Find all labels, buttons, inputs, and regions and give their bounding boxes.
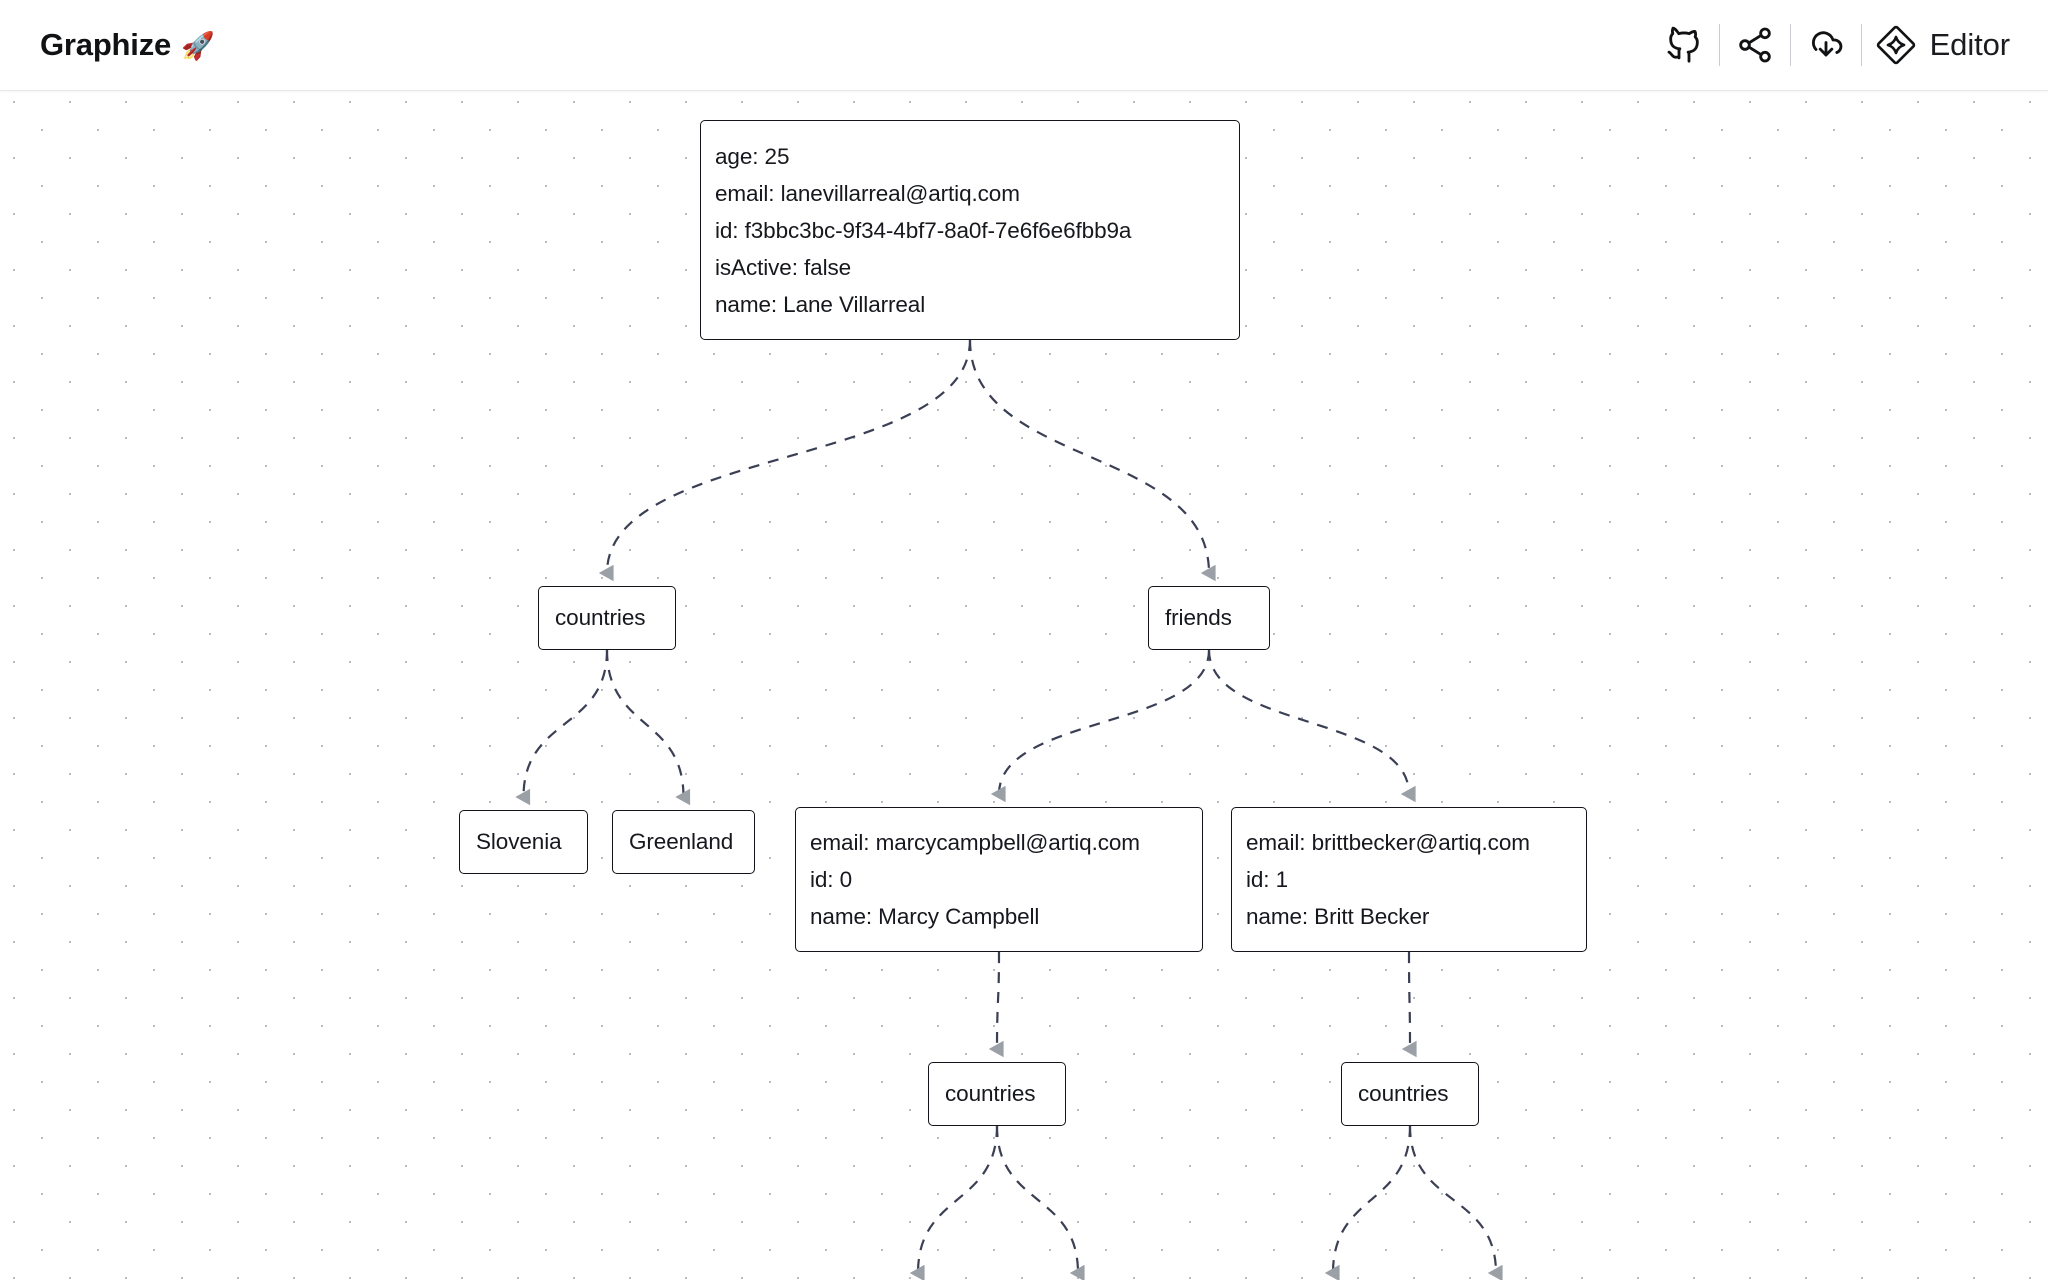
header-divider-3 [1860,24,1862,66]
graph-canvas[interactable]: age: 25 email: lanevillarreal@artiq.com id… [0,91,2048,1280]
download-button[interactable] [1798,17,1854,73]
graph-edge [515,649,609,806]
graph-node-root[interactable]: age: 25 email: lanevillarreal@artiq.com id… [700,120,1240,340]
node-text-line: email: brittbecker@artiq.com [1246,830,1530,855]
node-text-line: id: 1 [1246,867,1289,892]
share-button[interactable] [1727,17,1783,73]
graph-edge [1207,649,1416,803]
node-text-line: age: 25 [715,143,790,169]
share-icon [1738,27,1771,63]
graph-edge [1408,1125,1503,1280]
cloud-download-icon [1811,31,1842,57]
app-header: Graphize 🚀 [0,0,2048,91]
rocket-icon: 🚀 [181,31,215,61]
node-text-line: isActive: false [715,254,852,280]
node-text-line: countries [1358,1081,1449,1106]
header-actions: Editor [1656,15,2020,75]
node-text-line: countries [555,605,646,630]
node-text-line: Greenland [629,829,734,854]
editor-label: Editor [1929,27,2010,62]
editor-button[interactable]: Editor [1869,17,2020,73]
graph-edge [988,951,1004,1058]
graph-edge [1324,1125,1412,1280]
graph-edge [990,649,1211,803]
github-button[interactable] [1656,17,1712,73]
graph-node-slovenia[interactable]: Slovenia [459,810,588,874]
graph-edge [1401,951,1417,1058]
node-text-line: id: f3bbc3bc-9f34-4bf7-8a0f-7e6f6e6fbb9a [715,217,1132,243]
header-divider-2 [1789,24,1791,66]
brand-name: Graphize [40,27,172,62]
graph-node-countries-f0[interactable]: countries [928,1062,1066,1126]
graph-node-countries-f1[interactable]: countries [1341,1062,1479,1126]
github-icon [1667,26,1699,63]
node-text-line: Slovenia [476,829,562,854]
node-text-line: friends [1165,605,1232,630]
graph-edge [605,649,691,806]
diamond-gem-icon [1876,25,1915,65]
graph-node-friends-root[interactable]: friends [1148,586,1270,650]
node-text-line: name: Lane Villarreal [715,291,926,317]
node-text-line: name: Marcy Campbell [810,904,1040,929]
node-text-line: name: Britt Becker [1246,904,1430,929]
graph-node-friend-1[interactable]: email: brittbecker@artiq.com id: 1 name: B… [1231,807,1587,952]
brand-logo: Graphize 🚀 [40,27,215,63]
graph-edge [968,339,1216,582]
graph-edges-layer [515,339,1503,1280]
graph-edge [995,1125,1085,1280]
node-text-line: id: 0 [810,867,853,892]
node-text-line: email: lanevillarreal@artiq.com [715,180,1020,206]
node-text-line: email: marcycampbell@artiq.com [810,830,1140,855]
graph-node-friend-0[interactable]: email: marcycampbell@artiq.com id: 0 name:… [795,807,1203,952]
graph-node-greenland[interactable]: Greenland [612,810,755,874]
graph-edge [909,1125,999,1280]
header-divider-1 [1718,24,1720,66]
graph-node-countries-root[interactable]: countries [538,586,676,650]
node-text-line: countries [945,1081,1036,1106]
graph-edge [598,339,972,582]
